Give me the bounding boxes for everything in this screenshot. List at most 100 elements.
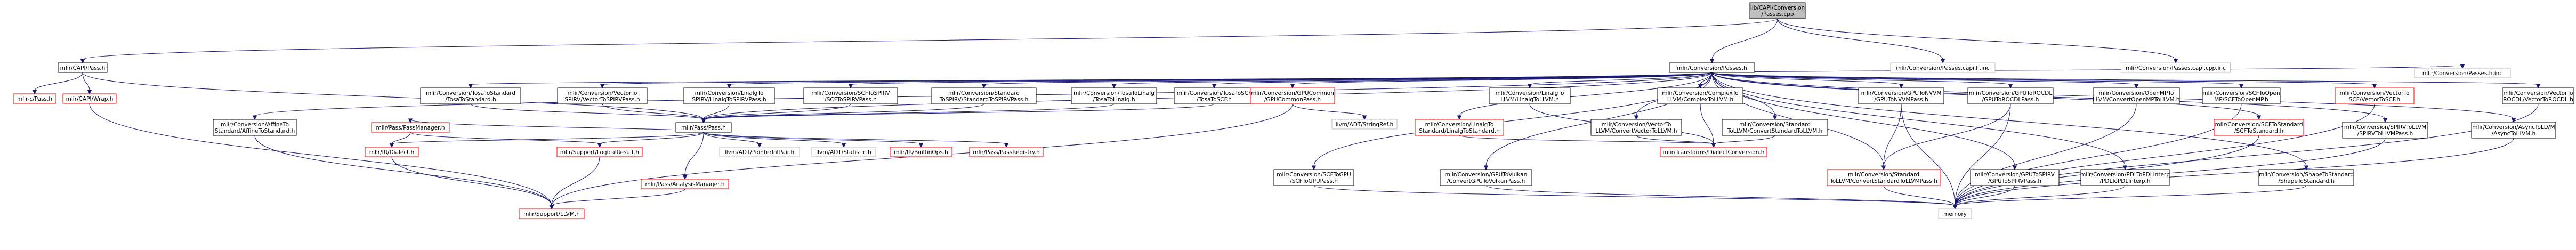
- node-shape-std[interactable]: mlir/Conversion/ShapeToStandard/ShapeToS…: [2258, 169, 2354, 186]
- edge-complex-llvm-to-transforms-dialect: [1700, 103, 1716, 148]
- node-label: mlir/Conversion/PDLToPDLInterp: [2080, 172, 2170, 178]
- node-box: [213, 119, 297, 136]
- node-box: [641, 179, 729, 189]
- node-box: [1660, 147, 1767, 157]
- node-box: [1938, 208, 1972, 219]
- node-scf-openmp[interactable]: mlir/Conversion/SCFToOpenMP/SCFToOpenMP.…: [2202, 87, 2281, 104]
- node-label: lib/CAPI/Conversion: [1750, 5, 1805, 11]
- node-box: [1657, 87, 1743, 104]
- node-vec-llvm[interactable]: mlir/Conversion/VectorToLLVM/ConvertVect…: [1590, 119, 1682, 136]
- node-label: mlir/Conversion/Standard: [1739, 122, 1811, 128]
- node-capi-wrap[interactable]: mlir/CAPI/Wrap.h: [62, 93, 117, 104]
- node-conv-passes[interactable]: mlir/Conversion/Passes.h: [1669, 62, 1755, 73]
- node-linalg-std[interactable]: mlir/Conversion/LinalgToStandard/LinalgT…: [1415, 119, 1504, 136]
- node-label: mlir/Conversion/SCFToStandard: [2215, 122, 2303, 128]
- node-std-llvm[interactable]: mlir/Conversion/StandardToLLVM/ConvertSt…: [1722, 119, 1828, 136]
- node-gpu-spirv[interactable]: mlir/Conversion/GPUToSPIRV/GPUToSPIRVPas…: [1970, 169, 2060, 186]
- node-label: mlir/Conversion/Standard: [948, 90, 1020, 96]
- node-tosa-std[interactable]: mlir/Conversion/TosaToStandard/TosaToSta…: [420, 87, 521, 104]
- node-capi-pass[interactable]: mlir/CAPI/Pass.h: [58, 62, 108, 73]
- node-gpu-nvvm[interactable]: mlir/Conversion/GPUToNVVM/GPUToNVVMPass.…: [1858, 87, 1944, 104]
- node-box: [557, 87, 648, 104]
- node-box: [2502, 87, 2574, 104]
- node-label: /SCFToStandard.h: [2234, 128, 2283, 134]
- node-label: mlir/Conversion/AsyncToLLVM: [2472, 124, 2555, 131]
- node-label: SCF/VectorToSCF.h: [2349, 96, 2400, 103]
- node-tosa-linalg[interactable]: mlir/Conversion/TosaToLinalg/TosaToLinal…: [1071, 87, 1157, 104]
- edge-linalg-std-to-transforms-dialect: [1459, 135, 1716, 148]
- node-std-spirv[interactable]: mlir/Conversion/StandardToSPIRV/Standard…: [931, 87, 1037, 104]
- node-affine-std[interactable]: mlir/Conversion/AffineToStandard/AffineT…: [213, 119, 297, 136]
- edge-scf-gpu-to-memory: [1313, 185, 1958, 210]
- node-box: [1669, 62, 1755, 73]
- node-box: [1967, 87, 2054, 104]
- node-builtin-ops[interactable]: mlir/IR/BuiltinOps.h: [890, 147, 952, 157]
- edge-capi-wrap-to-support-llvm: [89, 103, 554, 210]
- edge-capi-pass-to-c-pass: [32, 72, 83, 95]
- node-pass-manager[interactable]: mlir/Pass/PassManager.h: [371, 122, 450, 133]
- node-stringref[interactable]: llvm/ADT/StringRef.h: [1331, 119, 1398, 130]
- node-logical-result[interactable]: mlir/Support/LogicalResult.h: [556, 147, 643, 157]
- node-linalg-llvm[interactable]: mlir/Conversion/LinalgToLLVM/LinalgToLLV…: [1489, 87, 1571, 104]
- node-box: [1489, 87, 1571, 104]
- node-box: [62, 93, 117, 104]
- node-memory[interactable]: memory: [1938, 208, 1972, 219]
- node-label: mlir/Conversion/SCFToOpen: [2202, 90, 2280, 96]
- node-spirv-llvm[interactable]: mlir/Conversion/SPIRVToLLVM/SPIRVToLLVMP…: [2342, 122, 2428, 139]
- node-openmp-llvm[interactable]: mlir/Conversion/OpenMPToLLVM/ConvertOpen…: [2093, 87, 2180, 104]
- node-vec-scf[interactable]: mlir/Conversion/VectorToSCF/VectorToSCF.…: [2335, 87, 2415, 104]
- node-analysis-manager[interactable]: mlir/Pass/AnalysisManager.h: [641, 179, 729, 189]
- node-transforms-dialect[interactable]: mlir/Transforms/DialectConversion.h: [1660, 147, 1767, 157]
- node-label: SPIRV/LinalgToSPIRVPass.h: [692, 96, 766, 103]
- node-label: /Passes.cpp: [1761, 11, 1794, 18]
- node-vec-rocdl[interactable]: mlir/Conversion/VectorToROCDL/VectorToRO…: [2502, 87, 2574, 104]
- node-pass-h[interactable]: mlir/Pass/Pass.h: [675, 122, 732, 133]
- node-scf-std[interactable]: mlir/Conversion/SCFToStandard/SCFToStand…: [2214, 119, 2304, 136]
- node-label: mlir/Conversion/SPIRVToLLVM: [2344, 124, 2426, 131]
- node-gpu-vulkan[interactable]: mlir/Conversion/GPUToVulkan/ConvertGPUTo…: [1440, 169, 1532, 186]
- node-box: [890, 147, 952, 157]
- edge-capi-pass-to-capi-wrap: [82, 72, 92, 95]
- node-statistic[interactable]: llvm/ADT/Statistic.h: [811, 147, 876, 157]
- node-label: /TosaToLinalg.h: [1093, 96, 1135, 103]
- node-label: ToSPIRV/StandardToSPIRVPass.h: [939, 96, 1029, 103]
- edge-ir-dialect-to-support-llvm: [391, 156, 554, 210]
- node-ptr-int-pair[interactable]: llvm/ADT/PointerIntPair.h: [719, 147, 800, 157]
- edge-conv-passes-to-std-spirv: [981, 72, 1713, 89]
- node-support-llvm[interactable]: mlir/Support/LLVM.h: [519, 208, 585, 219]
- node-root[interactable]: lib/CAPI/Conversion/Passes.cpp: [1749, 2, 1806, 19]
- node-box: [58, 62, 108, 73]
- node-pass-registry[interactable]: mlir/Pass/PassRegistry.h: [969, 147, 1044, 157]
- node-passes-capi-cpp[interactable]: mlir/Conversion/Passes.capi.cpp.inc: [2121, 62, 2231, 73]
- node-pdl-interp[interactable]: mlir/Conversion/PDLToPDLInterp/PDLToPDLI…: [2080, 169, 2170, 186]
- node-vec-spirv[interactable]: mlir/Conversion/VectorToSPIRV/VectorToSP…: [557, 87, 648, 104]
- node-label: ToLLVM/ConvertStandardToLLVM.h: [1727, 128, 1823, 134]
- node-box: [2214, 119, 2304, 136]
- node-linalg-spirv[interactable]: mlir/Conversion/LinalgToSPIRV/LinalgToSP…: [683, 87, 775, 104]
- node-async-llvm[interactable]: mlir/Conversion/AsyncToLLVM/AsyncToLLVM.…: [2471, 122, 2556, 139]
- node-scf-gpu[interactable]: mlir/Conversion/SCFToGPU/SCFToGPUPass.h: [1273, 169, 1354, 186]
- node-complex-llvm[interactable]: mlir/Conversion/ComplexToLLVM/ComplexToL…: [1657, 87, 1743, 104]
- node-box: [931, 87, 1037, 104]
- node-ir-dialect[interactable]: mlir/IR/Dialect.h: [365, 147, 419, 157]
- node-c-pass[interactable]: mlir-c/Pass.h: [13, 93, 56, 104]
- node-box: [811, 147, 876, 157]
- node-passes-capi-h[interactable]: mlir/Conversion/Passes.capi.h.inc: [1890, 62, 1996, 73]
- node-std-llvm-pass[interactable]: mlir/Conversion/StandardToLLVM/ConvertSt…: [1827, 169, 1941, 186]
- node-label: /GPUToNVVMPass.h: [1874, 96, 1928, 103]
- node-passes-h-inc[interactable]: mlir/Conversion/Passes.h.inc: [2414, 68, 2511, 78]
- node-label: /ShapeToStandard.h: [2278, 178, 2334, 184]
- node-label: mlir/Conversion/LinalgTo: [1496, 90, 1564, 96]
- node-label: mlir/Conversion/OpenMPTo: [2099, 90, 2174, 96]
- node-box: [2093, 87, 2180, 104]
- node-label: llvm/ADT/Statistic.h: [816, 149, 871, 156]
- node-label: mlir/Conversion/Passes.capi.h.inc: [1896, 65, 1990, 71]
- edge-conv-passes-to-passes-h-inc: [1711, 64, 2465, 73]
- node-box: [2342, 122, 2428, 139]
- node-label: llvm/ADT/PointerIntPair.h: [725, 149, 794, 156]
- edge-conv-passes-to-linalg-std: [1457, 72, 1713, 120]
- node-tosa-scf[interactable]: mlir/Conversion/TosaToSCF/TosaToSCF.h: [1174, 87, 1255, 104]
- node-gpu-common[interactable]: mlir/Conversion/GPUCommon/GPUCommonPass.…: [1250, 87, 1335, 104]
- node-scf-spirv[interactable]: mlir/Conversion/SCFToSPIRV/SCFToSPIRVPas…: [803, 87, 898, 104]
- node-gpu-rocdl[interactable]: mlir/Conversion/GPUToROCDL/GPUToROCDLPas…: [1967, 87, 2054, 104]
